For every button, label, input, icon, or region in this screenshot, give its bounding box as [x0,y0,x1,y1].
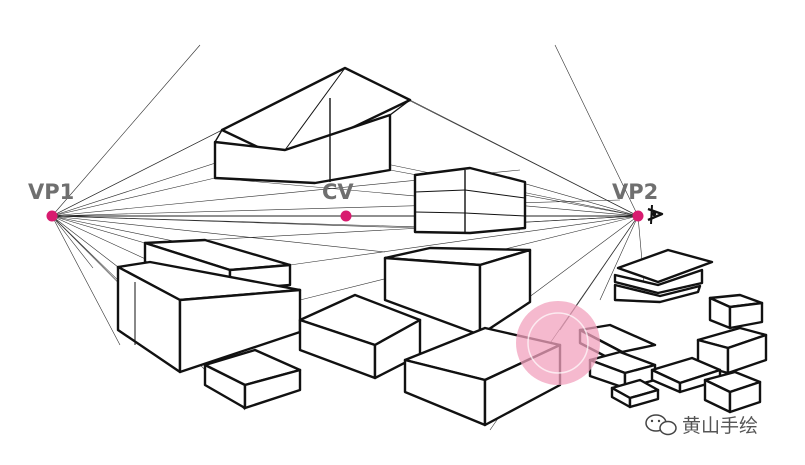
box-upper-left [213,66,412,185]
box-right-bottom-cubes [610,370,762,414]
box-right-flat-center [650,356,722,394]
eye-icon [647,204,664,225]
vp2-label: VP2 [612,180,658,204]
box-right-floating [613,248,714,304]
watermark-stamp [516,301,600,385]
box-center-upper-cube [383,246,532,337]
vp1-point [46,210,58,222]
box-center-right [413,166,527,235]
cv-label: CV [322,180,354,204]
chat-bubbles-icon [645,414,677,436]
box-center-lower-flat [298,293,422,380]
box-right-cube-top [708,293,764,330]
watermark-text: 黄山手绘 [682,415,758,437]
box-lower-left-large [116,260,302,374]
vp1-label: VP1 [28,180,74,204]
cv-point [340,210,352,222]
box-lower-left-small [203,348,302,410]
vp2-point [632,210,644,222]
